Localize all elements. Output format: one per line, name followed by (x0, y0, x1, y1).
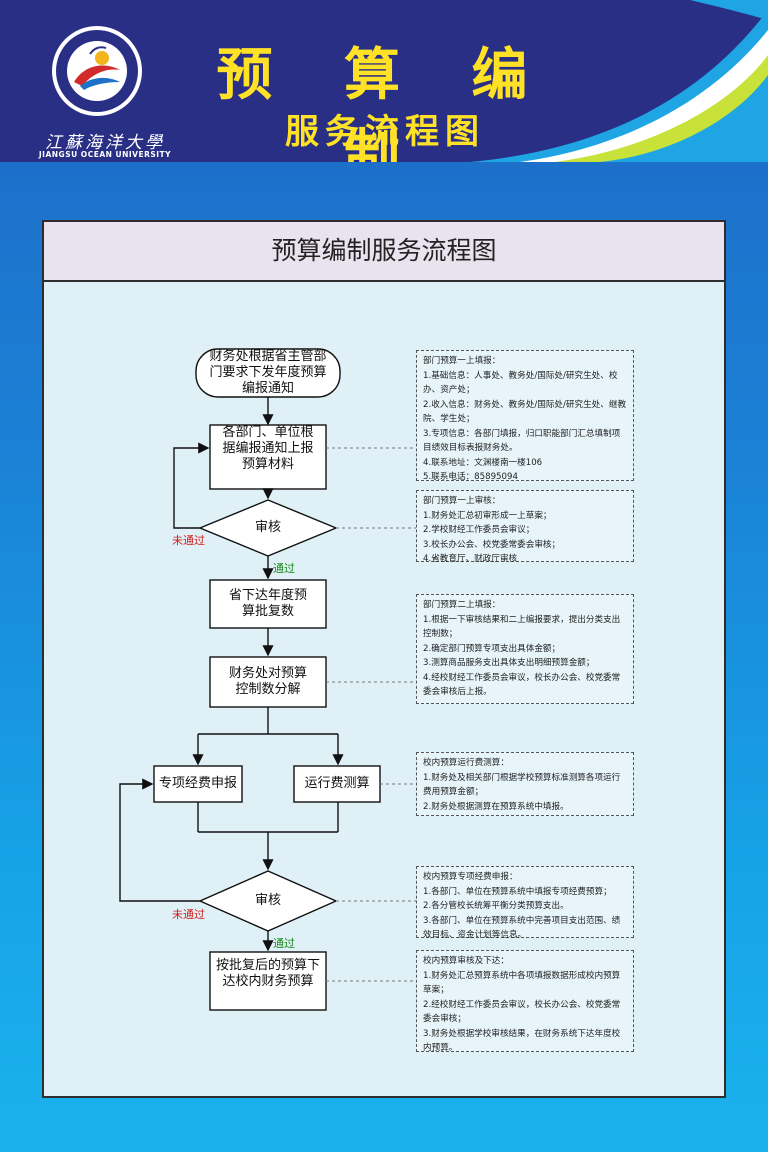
note-special-fund-application: 校内预算专项经费申报： 1.各部门、单位在预算系统中填报专项经费预算； 2.各分… (416, 866, 634, 940)
page-title: 预 算 编 制 (216, 43, 554, 162)
step4b-node-shape (293, 765, 381, 803)
note-line: 1.基础信息：人事处、教务处/国际处/研究生处、校办、资产处； (423, 370, 618, 396)
note-line: 1.各部门、单位在预算系统中填报专项经费预算； (423, 886, 612, 897)
step4b-node: 运行费测算 (304, 776, 370, 791)
note-line: 2.各分管校长统筹平衡分类预算支出。 (423, 901, 569, 911)
step3-node: 财务处对预算控制数分解 (228, 666, 307, 697)
note-line: 部门预算一上审核： (423, 496, 501, 506)
note-line: 部门预算二上填报： (423, 600, 501, 610)
note-line: 部门预算一上填报： (423, 356, 501, 366)
step4a-node-shape (153, 765, 243, 803)
step5-node-shape (209, 951, 327, 1011)
pass-label-1: 通过 (273, 562, 295, 575)
note-budget-first-review: 部门预算一上审核： 1.财务处汇总初审形成一上草案； 2.学校财经工作委员会审议… (416, 490, 634, 564)
flowchart-panel: 预算编制服务流程图 (42, 220, 726, 1098)
note-line: 3.校长办公会、校党委常委会审核； (423, 539, 561, 550)
note-budget-second-submission: 部门预算二上填报： 1.根据一下审核结果和二上编报要求，提出分类支出控制数； 2… (416, 594, 634, 704)
note-line: 5.联系电话：85895094 (423, 472, 518, 482)
step5-node: 按批复后的预算下达校内财务预算 (216, 958, 321, 989)
note-line: 3.专项信息：各部门填报，归口职能部门汇总填制项目绩效目标表报财务处。 (423, 428, 621, 454)
note-line: 2.财务处根据测算在预算系统中填报。 (423, 801, 569, 812)
university-name-cn: 江蘇海洋大學 (45, 133, 165, 153)
step1-node: 各部门、单位根据编报通知上报预算材料 (222, 425, 314, 472)
fail-label-1: 未通过 (172, 534, 205, 547)
step2-node-shape (209, 579, 327, 629)
note-line: 校内预算审核及下达： (423, 956, 509, 966)
note-line: 校内预算运行费测算： (423, 758, 509, 768)
note-line: 4.联系地址：文渊楼南一楼106 (423, 457, 543, 468)
step4a-node: 专项经费申报 (158, 776, 237, 791)
university-seal-icon (52, 26, 142, 116)
header-swoosh-decoration (470, 0, 768, 162)
note-line: 4.经校财经工作委员会审议，校长办公会、校党委常委会审核后上报。 (423, 672, 621, 698)
note-operating-cost-estimate: 校内预算运行费测算： 1.财务处及相关部门根据学校预算标准测算各项运行费用预算金… (416, 752, 634, 816)
flowchart-connectors (119, 348, 416, 1011)
university-name-en: JIANGSU OCEAN UNIVERSITY (38, 150, 172, 159)
note-line: 1.财务处汇总预算系统中各项填报数据形成校内预算草案； (423, 970, 621, 996)
note-line: 1.财务处汇总初审形成一上草案； (423, 510, 552, 521)
review2-node: 审核 (254, 893, 281, 908)
page-subtitle: 服务流程图 (285, 112, 485, 152)
step1-node-shape (209, 424, 327, 490)
note-line: 2.确定部门预算专项支出具体金额； (423, 643, 561, 654)
step2-node: 省下达年度预算批复数 (228, 588, 307, 619)
university-logo: 江蘇海洋大學 JIANGSU OCEAN UNIVERSITY (30, 18, 171, 159)
review1-node: 审核 (254, 520, 281, 535)
note-line: 3.测算商品服务支出具体支出明细预算金额； (423, 658, 595, 668)
note-budget-review-release: 校内预算审核及下达： 1.财务处汇总预算系统中各项填报数据形成校内预算草案； 2… (416, 950, 634, 1053)
panel-title: 预算编制服务流程图 (44, 222, 724, 282)
note-line: 3.财务处根据学校审核结果，在财务系统下达年度校内预算。 (423, 1028, 621, 1054)
note-line: 2.学校财经工作委员会审议； (423, 525, 535, 535)
pass-label-2: 通过 (273, 937, 295, 950)
start-node: 财务处根据省主管部门要求下发年度预算编报通知 (209, 349, 327, 396)
note-line: 3.各部门、单位在预算系统中完善项目支出范围、绩效目标、资金计划等信息。 (423, 915, 621, 941)
note-line: 2.经校财经工作委员会审议，校长办公会、校党委常委会审核； (423, 999, 621, 1025)
header-banner: 江蘇海洋大學 JIANGSU OCEAN UNIVERSITY 预 算 编 制 … (0, 0, 768, 162)
note-line: 2.收入信息：财务处、教务处/国际处/研究生处、继教院、学生处； (423, 399, 627, 425)
note-line: 校内预算专项经费申报： (423, 872, 518, 882)
note-line: 1.财务处及相关部门根据学校预算标准测算各项运行费用预算金额； (423, 772, 621, 798)
fail-label-2: 未通过 (172, 908, 205, 921)
note-line: 1.根据一下审核结果和二上编报要求，提出分类支出控制数； (423, 614, 621, 640)
note-budget-first-submission: 部门预算一上填报： 1.基础信息：人事处、教务处/国际处/研究生处、校办、资产处… (416, 350, 634, 482)
note-line: 4.省教育厅、财政厅审核 (423, 554, 518, 564)
